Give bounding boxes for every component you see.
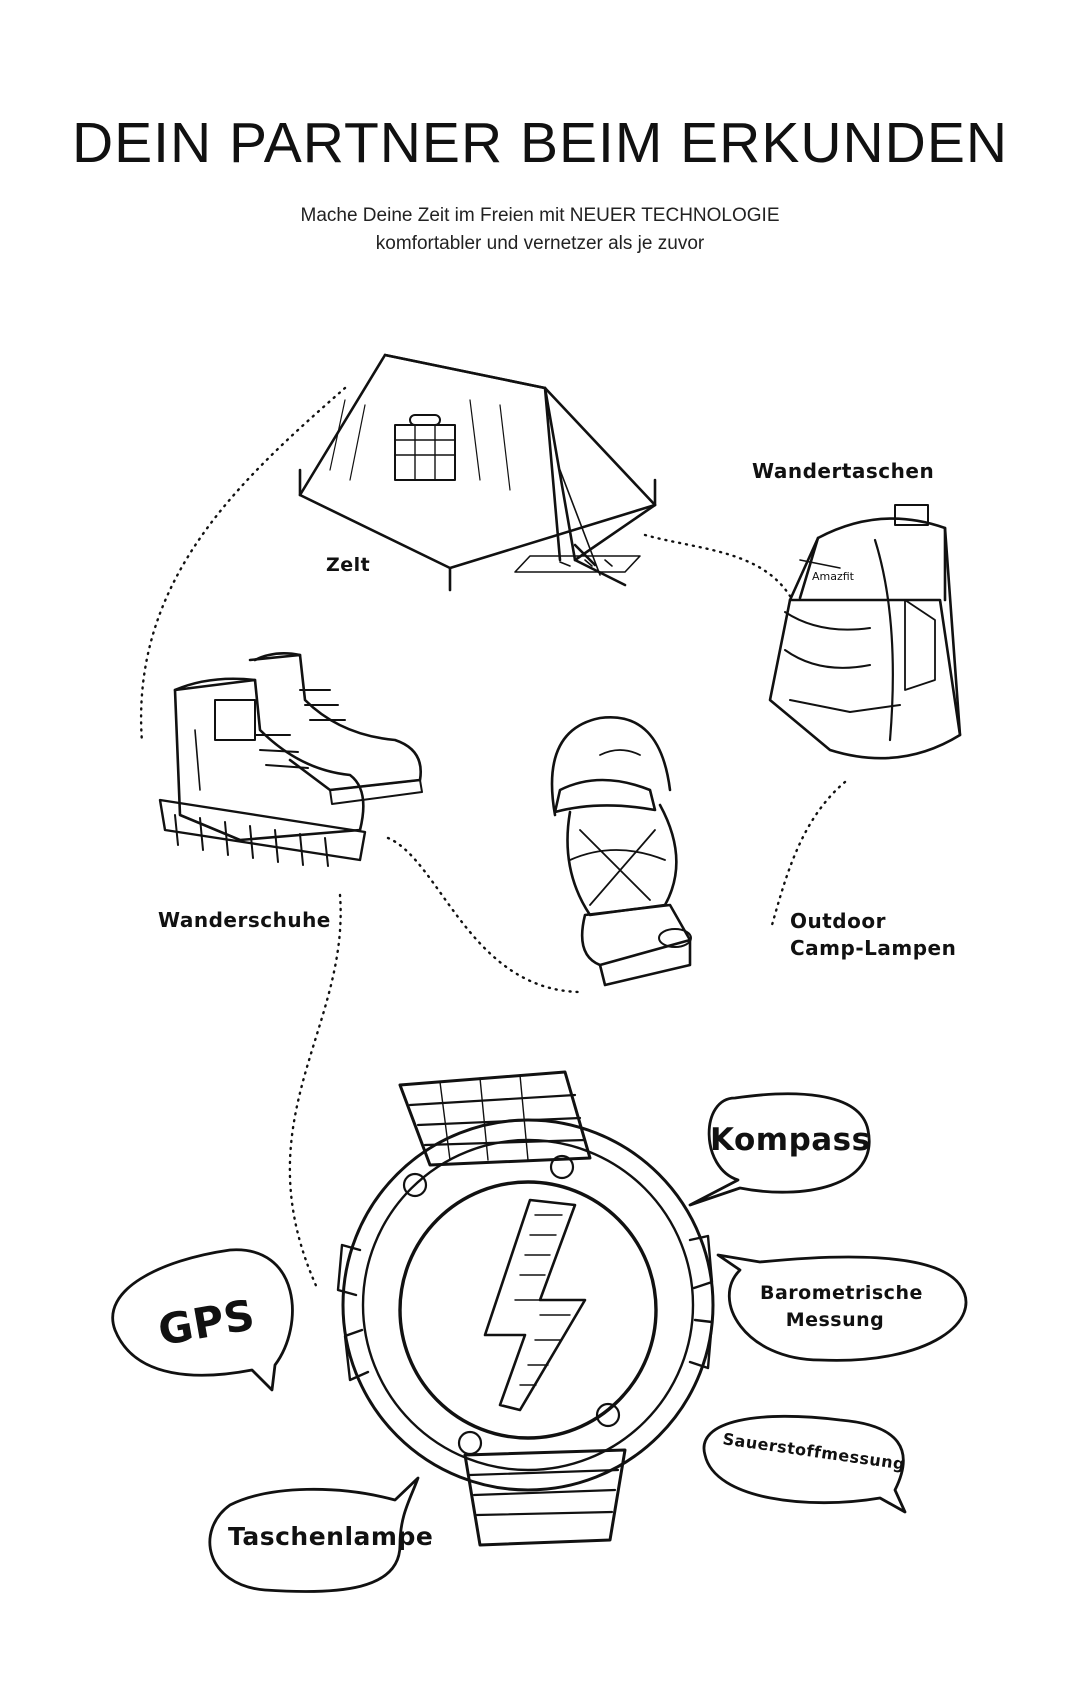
- watch-illustration: [336, 1070, 715, 1547]
- tent-label: Zelt: [326, 554, 371, 576]
- subtitle-line-1: Mache Deine Zeit im Freien mit NEUER TEC…: [300, 205, 780, 226]
- compass-bubble: [688, 1092, 871, 1207]
- lamp-label-line-2: Camp-Lampen: [790, 936, 957, 960]
- compass-label: Kompass: [710, 1122, 871, 1158]
- lamp-label: Outdoor Camp-Lampen: [790, 908, 956, 962]
- barometer-label: Barometrische Messung: [760, 1280, 923, 1334]
- dotted-connectors: [139, 386, 847, 1292]
- flashlight-label: Taschenlampe: [228, 1522, 434, 1551]
- barometer-label-line-1: Barometrische: [760, 1282, 923, 1304]
- barometer-label-line-2: Messung: [785, 1309, 885, 1331]
- backpack-illustration: Amazfit: [768, 504, 962, 760]
- tent-illustration: [298, 353, 657, 592]
- speech-bubbles: [111, 1092, 968, 1593]
- page-subtitle: Mache Deine Zeit im Freien mit NEUER TEC…: [0, 202, 1080, 258]
- lamp-label-line-1: Outdoor: [790, 909, 886, 933]
- barometer-bubble: [716, 1253, 968, 1362]
- tent-brand-text: Amazfit: [812, 570, 855, 583]
- page-title: DEIN PARTNER BEIM ERKUNDEN: [71, 111, 1009, 175]
- backpack-label: Wandertaschen: [752, 459, 935, 483]
- flashlight-bubble: [208, 1476, 420, 1593]
- boots-illustration: [158, 652, 423, 867]
- gps-bubble: [111, 1248, 294, 1392]
- oxygen-bubble: [702, 1414, 907, 1514]
- subtitle-line-2: komfortabler und vernetzer als je zuvor: [375, 233, 705, 254]
- boots-label: Wanderschuhe: [158, 908, 331, 932]
- lantern-illustration: [550, 715, 692, 987]
